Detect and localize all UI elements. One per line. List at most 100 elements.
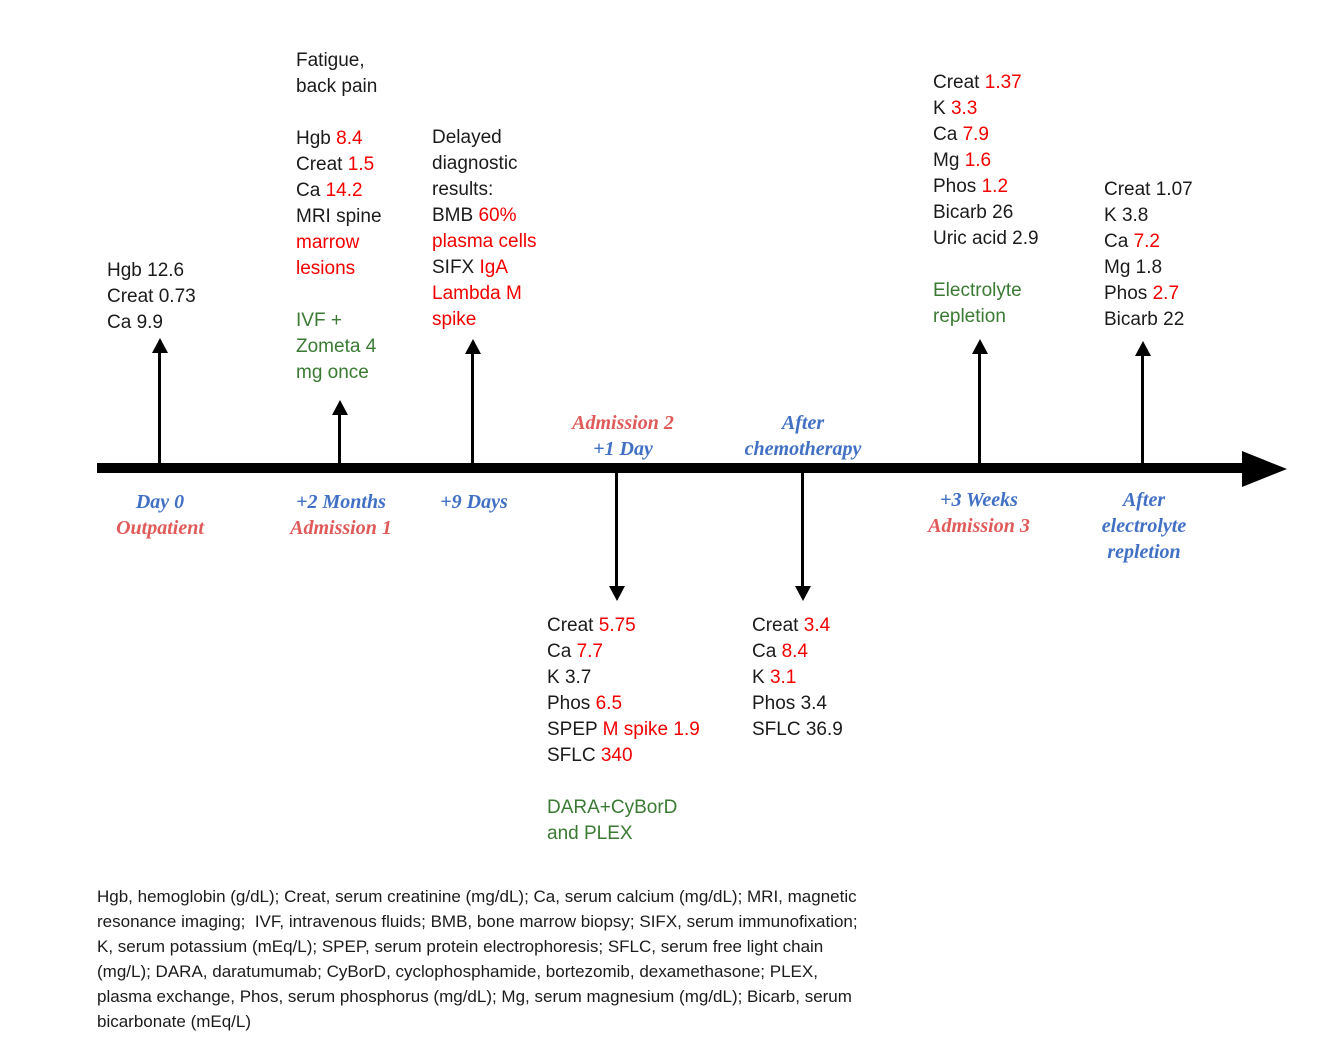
text-line: repletion [1102, 539, 1186, 565]
text-segment: Hgb, hemoglobin (g/dL); Creat, serum cre… [97, 887, 857, 906]
arrow-down-icon [795, 586, 811, 601]
text-line: After [745, 410, 862, 436]
text-segment: back pain [296, 76, 378, 97]
text-line: BMB 60% [432, 203, 537, 229]
text-line: Hgb 8.4 [296, 126, 382, 152]
text-segment: 60% [478, 205, 517, 226]
text-segment: Creat [752, 615, 804, 636]
text-line: Admission 2 [572, 410, 674, 436]
text-line: K 3.3 [933, 96, 1039, 122]
text-segment: diagnostic [432, 153, 518, 174]
text-line: mg once [296, 360, 382, 386]
text-segment: SFLC [547, 745, 601, 766]
text-line: Day 0 [116, 489, 204, 515]
text-line: Admission 1 [290, 515, 392, 541]
timeline-label-after-repletion: After electrolyte repletion [1102, 487, 1186, 565]
text-line: MRI spine [296, 204, 382, 230]
text-line: Phos 2.7 [1104, 281, 1193, 307]
text-line: Ca 7.9 [933, 122, 1039, 148]
text-segment: Phos [547, 693, 596, 714]
timeline-label-after-chemo: After chemotherapy [745, 410, 862, 462]
text-segment: Creat [933, 72, 985, 93]
text-segment: K 3.7 [547, 667, 592, 688]
timeline-label-plus9days: +9 Days [440, 489, 508, 515]
text-line: K, serum potassium (mEq/L); SPEP, serum … [97, 934, 858, 959]
text-segment: K 3.8 [1104, 205, 1149, 226]
text-line: Lambda M [432, 281, 537, 307]
text-segment: chemotherapy [744, 438, 862, 460]
text-segment: DARA+CyBorD [547, 797, 678, 818]
text-segment: Ca [933, 124, 963, 145]
text-segment: Admission 2 [572, 412, 674, 434]
text-segment: 3.4 [803, 615, 831, 636]
text-line: K 3.7 [547, 665, 700, 691]
text-line: +1 Day [572, 436, 674, 462]
text-line: Delayed [432, 125, 537, 151]
text-segment: 3.3 [950, 98, 978, 119]
text-line: Mg 1.6 [933, 148, 1039, 174]
timeline-arrowhead-icon [1242, 451, 1287, 487]
text-segment: 7.9 [962, 124, 989, 145]
text-segment: Ca 9.9 [107, 312, 163, 333]
text-segment: mg once [296, 362, 369, 383]
text-line: Electrolyte [933, 278, 1039, 304]
text-line: back pain [296, 74, 382, 100]
text-line: K 3.8 [1104, 203, 1193, 229]
text-line: Ca 9.9 [107, 310, 196, 336]
text-segment: SFLC 36.9 [752, 719, 843, 740]
text-line: spike [432, 307, 537, 333]
text-segment: repletion [1107, 541, 1181, 563]
text-segment: 1.2 [981, 176, 1009, 197]
text-line: Creat 5.75 [547, 613, 700, 639]
text-segment: 8.4 [336, 128, 363, 149]
text-line [547, 769, 700, 795]
text-line: Creat 3.4 [752, 613, 843, 639]
text-segment: +3 Weeks [940, 489, 1018, 511]
text-segment: Uric acid 2.9 [933, 228, 1039, 249]
text-line: Bicarb 22 [1104, 307, 1193, 333]
text-segment: electrolyte [1101, 515, 1187, 537]
text-segment: K [933, 98, 951, 119]
text-line: Phos 1.2 [933, 174, 1039, 200]
text-segment: Ca [296, 180, 326, 201]
text-line: bicarbonate (mEq/L) [97, 1009, 858, 1034]
text-segment: K [752, 667, 770, 688]
text-line [933, 252, 1039, 278]
text-segment: Mg 1.8 [1104, 257, 1163, 278]
text-segment: (mg/L); DARA, daratumumab; CyBorD, cyclo… [97, 962, 818, 981]
text-segment: 7.7 [576, 641, 603, 662]
timeline-axis [97, 463, 1243, 473]
text-segment: Phos [1104, 283, 1153, 304]
arrow-shaft [615, 473, 618, 587]
text-segment: 1.6 [964, 150, 992, 171]
text-segment: Admission 3 [928, 515, 1030, 537]
text-line: Outpatient [116, 515, 204, 541]
text-line: Creat 0.73 [107, 284, 196, 310]
text-segment: 8.4 [781, 641, 808, 662]
text-segment: IgA [479, 257, 509, 278]
text-segment: Phos 3.4 [752, 693, 827, 714]
text-segment: Admission 1 [290, 517, 392, 539]
text-segment: MRI spine [296, 206, 382, 227]
text-line: marrow [296, 230, 382, 256]
text-segment: After [781, 412, 825, 434]
text-segment: After [1122, 489, 1166, 511]
text-segment: M spike 1.9 [602, 719, 700, 740]
text-line: electrolyte [1102, 513, 1186, 539]
text-line: and PLEX [547, 821, 700, 847]
text-line: (mg/L); DARA, daratumumab; CyBorD, cyclo… [97, 959, 858, 984]
text-line [296, 100, 382, 126]
text-segment: 6.5 [595, 693, 623, 714]
text-segment: spike [432, 309, 477, 330]
text-line: SFLC 340 [547, 743, 700, 769]
text-segment: 3.1 [769, 667, 797, 688]
text-line: plasma cells [432, 229, 537, 255]
text-segment: Hgb [296, 128, 337, 149]
text-line: Admission 3 [928, 513, 1030, 539]
arrow-up-icon [465, 339, 481, 354]
